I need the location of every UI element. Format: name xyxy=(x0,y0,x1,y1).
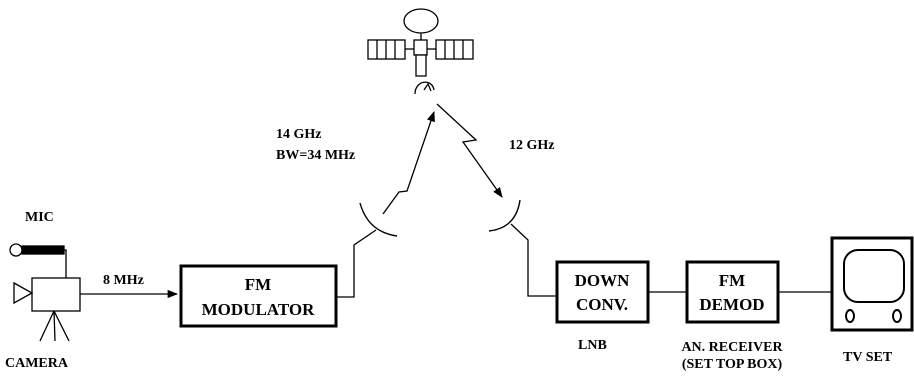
receiver-label-line2: (SET TOP BOX) xyxy=(682,357,783,372)
uplink-beam-arrow xyxy=(382,111,435,215)
uplink-feed-line xyxy=(336,229,377,298)
downlink-freq-label: 12 GHz xyxy=(509,138,555,153)
baseband-freq-label: 8 MHz xyxy=(103,273,144,288)
downconv-line2: CONV. xyxy=(576,295,628,314)
modulator-line1: FM xyxy=(245,275,271,294)
demod-line1: FM xyxy=(719,271,745,290)
uplink-bw-label: BW=34 MHz xyxy=(276,148,355,163)
down-converter-block xyxy=(555,260,650,324)
camera-icon xyxy=(13,277,81,342)
downlink-dish-icon xyxy=(488,199,521,232)
downconv-line1: DOWN xyxy=(575,271,631,290)
receiver-label-line1: AN. RECEIVER xyxy=(681,340,783,355)
uplink-dish-icon xyxy=(359,202,398,237)
uplink-freq-label: 14 GHz xyxy=(276,127,322,142)
tv-set-icon xyxy=(830,236,914,332)
mic-label: MIC xyxy=(25,210,54,225)
demod-line2: DEMOD xyxy=(699,295,764,314)
lnb-label: LNB xyxy=(578,338,607,353)
fm-modulator-block xyxy=(179,264,338,328)
downlink-feed-line xyxy=(510,223,557,297)
modulator-line2: MODULATOR xyxy=(202,300,315,319)
fm-demod-block xyxy=(685,260,780,324)
downlink-beam-arrow xyxy=(436,103,503,198)
camera-label: CAMERA xyxy=(5,356,69,371)
microphone-icon xyxy=(9,243,67,278)
tv-set-label: TV SET xyxy=(843,350,893,365)
satellite-icon xyxy=(367,8,474,95)
